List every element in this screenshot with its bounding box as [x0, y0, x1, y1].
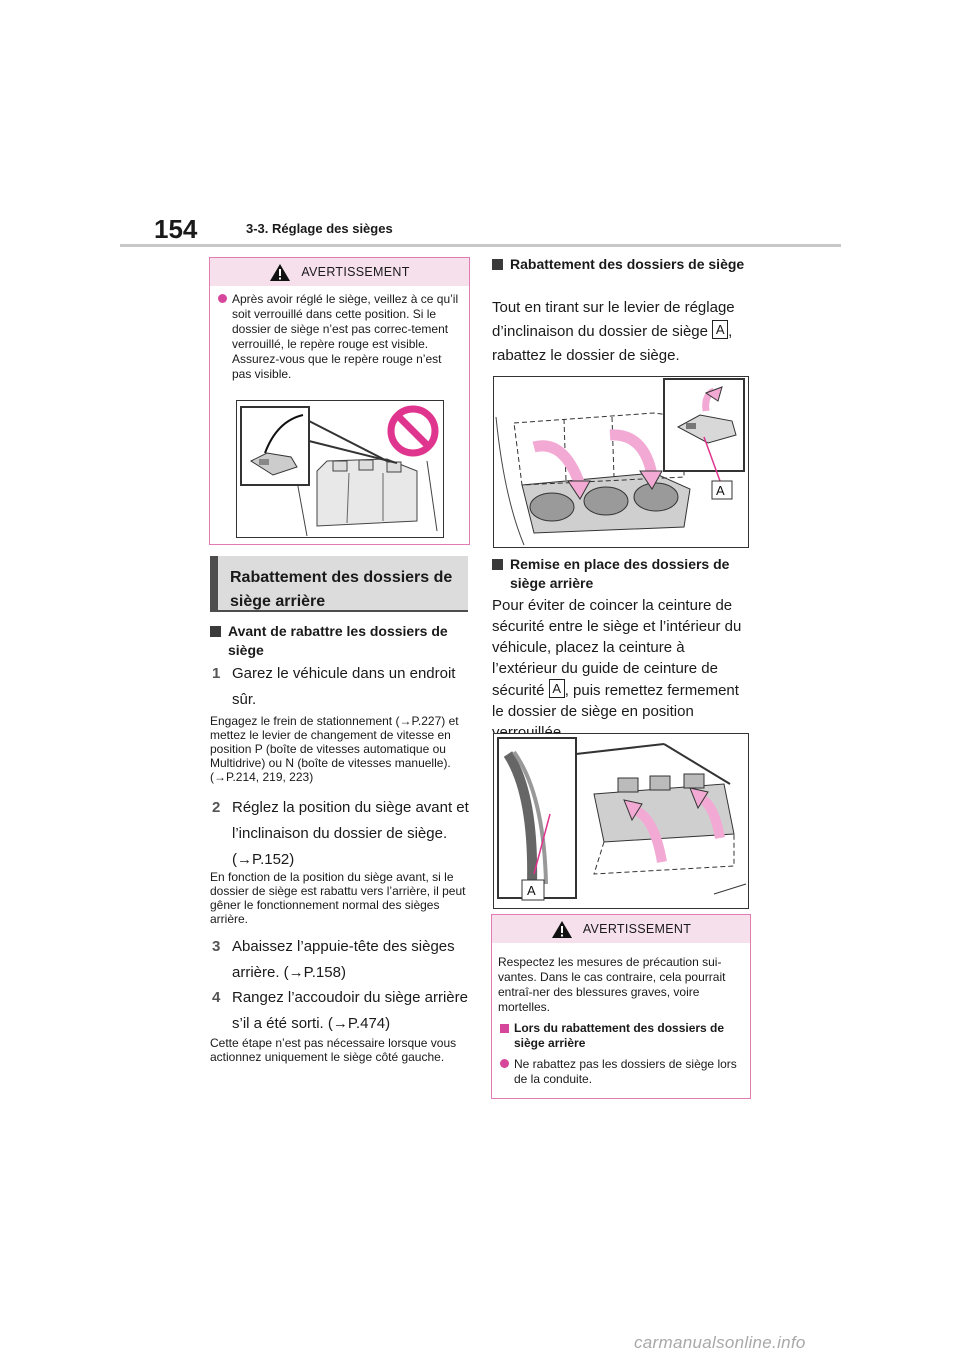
marker-a: A [712, 320, 729, 339]
warning-subtitle: Lors du rabattement des dossiers de sièg… [496, 1021, 742, 1051]
return-drawing: A [497, 737, 747, 901]
step-2-note: En fonction de la position du siège avan… [210, 870, 466, 926]
folding-paragraph: Tout en tirant sur le levier de réglage … [492, 296, 744, 368]
step-number: 3 [212, 938, 221, 955]
subheading-text: Rabattement des dossiers de siège [510, 256, 745, 272]
step-text: Rangez l’accoudoir du siège arrière s’il… [232, 989, 468, 1032]
subheading-before-folding: Avant de rabattre les dossiers de siège [210, 622, 483, 660]
warning-title: AVERTISSEMENT [582, 922, 692, 936]
seat-lock-drawing [240, 405, 439, 537]
step-number: 1 [212, 665, 221, 682]
step-3: 3 Abaissez l’appuie-tête des sièges arri… [212, 934, 470, 986]
subheading-text: Avant de rabattre les dossiers de siège [228, 623, 448, 658]
warning-box-1: AVERTISSEMENT Après avoir réglé le siège… [209, 257, 470, 545]
section-heading-text: Rabattement des dossiers de siège arrièr… [230, 569, 453, 610]
marker-a: A [548, 679, 565, 698]
return-illustration: A [493, 733, 749, 909]
header-rule [120, 244, 841, 247]
subheading-text: Remise en place des dossiers de siège ar… [510, 556, 730, 591]
warning-header: AVERTISSEMENT [210, 258, 469, 286]
warning-subtitle-text: Lors du rabattement des dossiers de sièg… [514, 1021, 725, 1050]
warning-icon [551, 920, 572, 938]
square-bullet-icon [500, 1024, 509, 1033]
warning-icon [270, 263, 291, 281]
figure-label-a: A [527, 883, 536, 898]
bullet-dot-icon [218, 294, 227, 303]
square-bullet-icon [210, 626, 221, 637]
seat-lock-illustration [236, 400, 444, 538]
bullet-dot-icon [500, 1059, 509, 1068]
warning-bullet-text: Après avoir réglé le siège, veillez à ce… [232, 292, 459, 381]
step-1: 1 Garez le véhicule dans un endroit sûr. [212, 661, 470, 713]
subheading-returning: Remise en place des dossiers de siège ar… [492, 555, 765, 593]
page-number: 154 [154, 214, 198, 244]
figure-label-a: A [716, 483, 725, 498]
step-4-note: Cette étape n’est pas nécessaire lorsque… [210, 1036, 457, 1064]
warning-bullet: Ne rabattez pas les dossiers de siège lo… [496, 1057, 742, 1087]
warning-intro: Respectez les mesures de précaution sui-… [498, 955, 726, 1014]
section-heading: Rabattement des dossiers de siège arrièr… [210, 556, 468, 612]
step-number: 4 [212, 989, 221, 1006]
step-text: Garez le véhicule dans un endroit sûr. [232, 665, 456, 708]
fold-drawing: A [495, 378, 745, 546]
section-title: 3-3. Réglage des sièges [246, 221, 393, 236]
folding-text-after: , rabattez le dossier de siège. [492, 323, 733, 364]
step-1-note: Engagez le frein de stationnement (→P.22… [210, 714, 459, 784]
step-number: 2 [212, 799, 221, 816]
warning-bullet-text: Ne rabattez pas les dossiers de siège lo… [514, 1057, 737, 1086]
step-2: 2 Réglez la position du siège avant et l… [212, 795, 470, 873]
returning-paragraph: Pour éviter de coincer la ceinture de sé… [492, 595, 744, 743]
square-bullet-icon [492, 259, 503, 270]
step-4: 4 Rangez l’accoudoir du siège arrière s’… [212, 985, 470, 1037]
step-text: Réglez la position du siège avant et l’i… [232, 799, 469, 868]
fold-illustration: A [493, 376, 749, 548]
subheading-folding: Rabattement des dossiers de siège [492, 255, 765, 274]
step-text: Abaissez l’appuie-tête des sièges arrièr… [232, 938, 455, 981]
warning-title: AVERTISSEMENT [301, 265, 410, 279]
warning-bullet: Après avoir réglé le siège, veillez à ce… [214, 292, 461, 382]
returning-text-before: Pour éviter de coincer la ceinture de sé… [492, 597, 742, 699]
warning-header: AVERTISSEMENT [492, 915, 750, 943]
watermark: carmanualsonline.info [634, 1333, 806, 1352]
folding-text-before: Tout en tirant sur le levier de réglage … [492, 299, 735, 340]
square-bullet-icon [492, 559, 503, 570]
warning-box-2: AVERTISSEMENT Respectez les mesures de p… [491, 914, 751, 1099]
